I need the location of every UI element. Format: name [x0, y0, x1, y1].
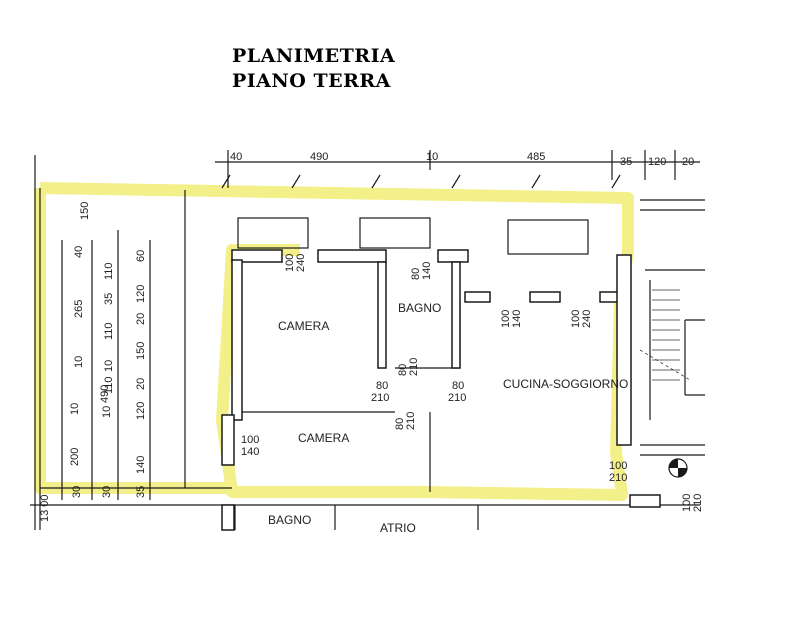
- opening-5-width: 80: [397, 364, 409, 376]
- left-dim-d5: 120: [135, 402, 147, 420]
- opening-4-width: 100: [570, 310, 582, 328]
- stair-steps: [639, 289, 691, 381]
- opening-3-width: 100: [500, 310, 512, 328]
- room-label-atrio: ATRIO: [380, 521, 416, 535]
- left-dim-d3: 150: [135, 342, 147, 360]
- left-dim-a0: 13 00: [39, 494, 51, 522]
- left-dim-d6: 140: [135, 456, 147, 474]
- left-dim-d0: 60: [135, 250, 147, 262]
- left-dim-b0: 150: [79, 202, 91, 220]
- plan-linework: [30, 150, 705, 530]
- left-dim-b2: 265: [73, 300, 85, 318]
- left-dim-d4: 20: [135, 378, 147, 390]
- opening-1-height: 240: [295, 254, 307, 272]
- left-dim-c1: 35: [103, 293, 115, 305]
- left-dim-b3: 10: [73, 356, 85, 368]
- left-dims: 13 00 150 40 265 10 10 490 10 200 30 110…: [39, 202, 147, 522]
- room-label-camera-1: CAMERA: [278, 319, 329, 333]
- opening-5-height: 210: [408, 358, 420, 376]
- left-dim-c2: 110: [103, 322, 115, 340]
- opening-11-width: 100: [681, 494, 693, 512]
- left-dim-d7: 35: [135, 486, 147, 498]
- opening-7-height: 210: [448, 392, 466, 404]
- highlight-outline: [34, 182, 634, 501]
- opening-6-height: 210: [371, 392, 389, 404]
- opening-7-width: 80: [452, 380, 464, 392]
- opening-10-height: 210: [609, 472, 627, 484]
- opening-11-height: 210: [692, 494, 704, 512]
- opening-8-width: 80: [394, 418, 406, 430]
- top-dim-7: 20: [682, 156, 694, 168]
- opening-2-width: 80: [410, 268, 422, 280]
- top-dim-1: 40: [230, 151, 242, 163]
- left-dim-c3: 10: [103, 360, 115, 372]
- thick-walls: [221, 249, 661, 531]
- opening-3-height: 140: [511, 310, 523, 328]
- opening-labels: 100 240 80 140 100 140 100 240 80 210 80…: [241, 254, 704, 512]
- opening-2-height: 140: [421, 262, 433, 280]
- room-label-cucina-soggiorno: CUCINA-SOGGIORNO: [503, 377, 628, 391]
- room-label-bagno-below: BAGNO: [268, 513, 311, 527]
- left-dim-b5: 490: [99, 385, 111, 403]
- left-dim-b8: 30: [71, 486, 83, 498]
- opening-9-width: 100: [241, 434, 259, 446]
- opening-1-width: 100: [284, 254, 296, 272]
- left-dim-b6: 10: [101, 406, 113, 418]
- north-symbol: [668, 458, 688, 478]
- left-dim-c4: 110: [103, 376, 115, 394]
- left-dim-b1: 40: [73, 246, 85, 258]
- opening-9-height: 140: [241, 446, 259, 458]
- windows: [237, 217, 589, 255]
- room-label-camera-2: CAMERA: [298, 431, 349, 445]
- room-label-bagno: BAGNO: [398, 301, 441, 315]
- opening-4-height: 240: [581, 310, 593, 328]
- opening-10-width: 100: [609, 460, 627, 472]
- left-dim-d1: 120: [135, 285, 147, 303]
- opening-6-width: 80: [376, 380, 388, 392]
- top-dim-4: 485: [527, 151, 545, 163]
- plan-title-line2: PIANO TERRA: [232, 70, 391, 92]
- left-dim-c5: 30: [101, 486, 113, 498]
- opening-8-height: 210: [405, 412, 417, 430]
- left-dim-c0: 110: [103, 262, 115, 280]
- top-dim-2: 490: [310, 151, 328, 163]
- top-dim-5: 35: [620, 156, 632, 168]
- left-dim-b4: 10: [69, 403, 81, 415]
- left-dim-b7: 200: [69, 448, 81, 466]
- top-dim-6: 120: [648, 156, 666, 168]
- left-dim-d2: 20: [135, 313, 147, 325]
- top-dim-3: 10: [426, 151, 438, 163]
- plan-title-line1: PLANIMETRIA: [232, 45, 396, 67]
